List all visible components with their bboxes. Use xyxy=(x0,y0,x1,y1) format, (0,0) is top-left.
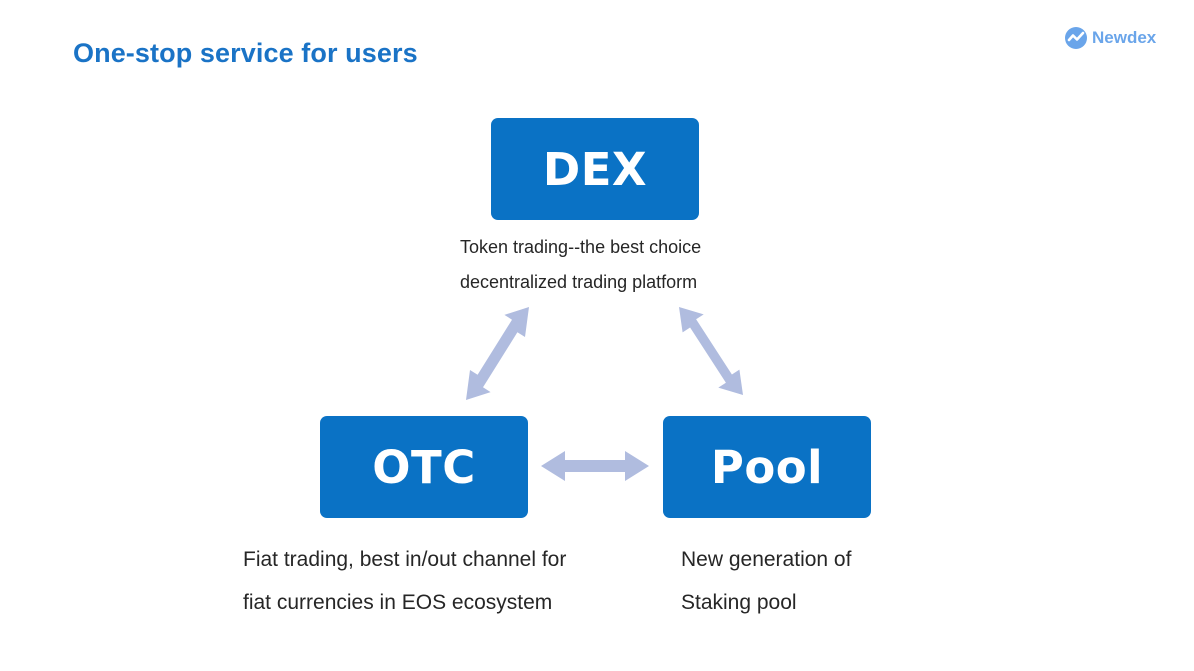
pool-caption-line: Staking pool xyxy=(681,591,797,614)
arrow-dex-otc xyxy=(466,307,529,400)
logo-text: Newdex xyxy=(1092,28,1157,47)
dex-caption-line: Token trading--the best choice xyxy=(460,237,702,257)
dex-label: DEX xyxy=(542,142,648,196)
newdex-logo: Newdex xyxy=(1064,25,1156,51)
newdex-logo-icon xyxy=(1065,27,1087,49)
dex-caption-line: decentralized trading platform xyxy=(460,272,698,292)
otc-label: OTC xyxy=(372,440,476,494)
pool-caption: New generation of Staking pool xyxy=(681,538,851,624)
otc-caption-line: Fiat trading, best in/out channel for xyxy=(243,548,567,571)
otc-box: OTC xyxy=(320,416,528,518)
arrow-otc-pool xyxy=(541,451,649,481)
arrow-dex-pool xyxy=(679,307,743,395)
otc-caption: Fiat trading, best in/out channel for fi… xyxy=(243,538,566,624)
dex-box: DEX xyxy=(491,118,699,220)
dex-caption: Token trading--the best choice decentral… xyxy=(460,230,701,300)
otc-caption-line: fiat currencies in EOS ecosystem xyxy=(243,591,553,614)
pool-box: Pool xyxy=(663,416,871,518)
pool-label: Pool xyxy=(710,440,824,494)
pool-caption-line: New generation of xyxy=(681,548,852,571)
page-title: One-stop service for users xyxy=(73,38,418,68)
